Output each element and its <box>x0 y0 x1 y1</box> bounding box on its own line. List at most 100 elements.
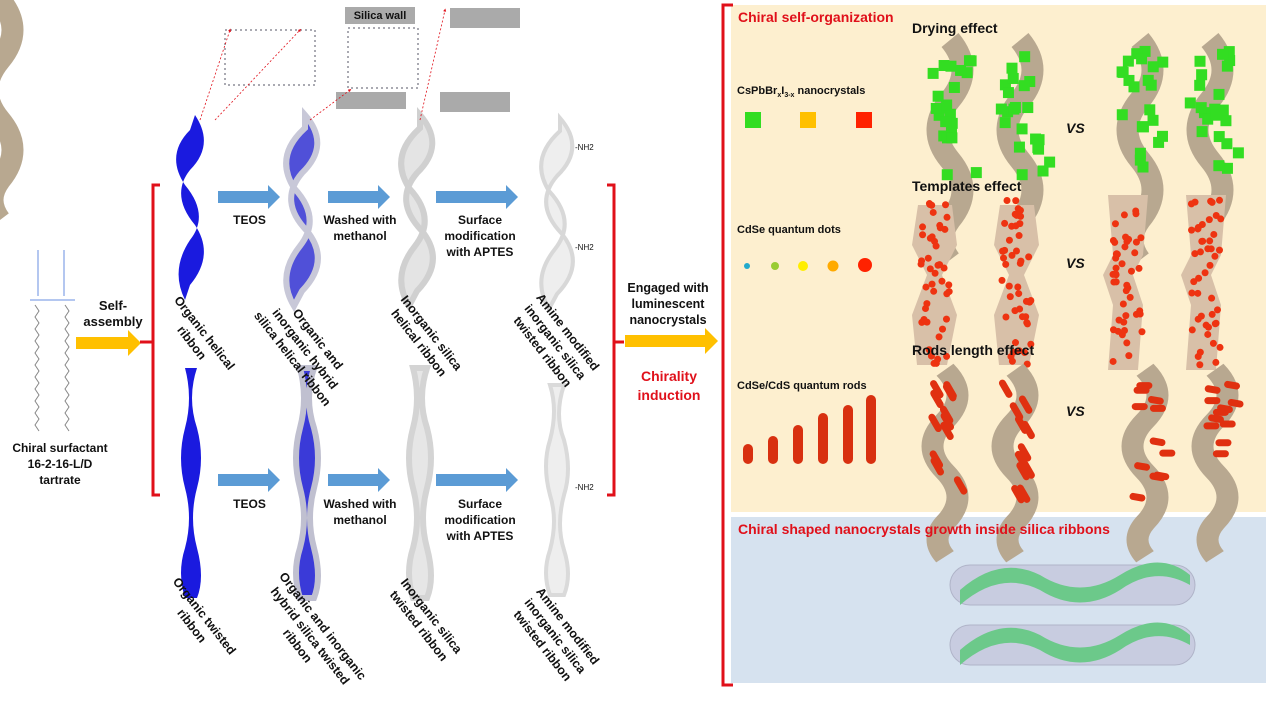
silica-wall-label: Silica wall <box>353 10 407 22</box>
chirality-induction-label: Chirality induction <box>637 368 701 403</box>
quantum-dot <box>942 315 950 323</box>
quantum-dot <box>1111 238 1119 246</box>
quantum-dot <box>1023 360 1031 368</box>
quantum-dot <box>1006 293 1014 301</box>
quantum-dot <box>1002 313 1010 321</box>
nanocrystal-cube <box>1213 88 1225 100</box>
quantum-dot <box>1002 260 1010 268</box>
quantum-dot <box>920 315 928 323</box>
quantum-dot <box>1213 306 1221 314</box>
nanocrystal-cube <box>1217 48 1229 60</box>
quantum-rod <box>929 450 944 469</box>
quantum-rod <box>1217 404 1233 413</box>
quantum-dot <box>1131 249 1139 257</box>
quantum-dot <box>1196 248 1204 256</box>
drying-effect-helices <box>0 0 1223 260</box>
nanocrystal-cube <box>1037 165 1049 177</box>
nanocrystal-cube <box>1018 80 1030 92</box>
quantum-dot <box>1216 343 1224 351</box>
vs-label: VS <box>1066 403 1085 419</box>
quantum-dot <box>927 352 935 360</box>
quantum-dot <box>1122 312 1130 320</box>
quantum-dot <box>1196 348 1204 356</box>
quantum-dot <box>1114 327 1122 335</box>
quantum-dot <box>929 208 937 216</box>
nanocrystal-cube <box>945 60 957 72</box>
quantum-dot <box>923 300 931 308</box>
quantum-rod <box>953 476 968 495</box>
quantum-rod <box>940 421 954 440</box>
nanocrystal-cube <box>1202 113 1214 125</box>
quantum-rod <box>1147 396 1164 405</box>
nanocrystal-cube <box>1123 74 1135 86</box>
quantum-dot <box>934 261 942 269</box>
quantum-dot <box>1137 234 1145 242</box>
quantum-dot <box>917 260 925 268</box>
silica-wall-bar <box>345 7 415 24</box>
step-aptes: Surface modification with APTES <box>444 213 516 259</box>
quantum-dot <box>939 325 947 333</box>
quantum-dot <box>1208 310 1216 318</box>
self-assembly-line: assembly <box>83 314 143 329</box>
nanocrystal-cube <box>1221 162 1233 174</box>
quantum-dot <box>1208 294 1216 302</box>
quantum-dot <box>1015 347 1023 355</box>
quantum-dot <box>1007 353 1015 361</box>
nanocrystal-cube <box>1008 103 1020 115</box>
quantum-rod <box>1129 492 1146 502</box>
quantum-dot <box>1197 312 1205 320</box>
quantum-rod <box>1016 461 1030 481</box>
nanocrystal-cube <box>1002 106 1014 118</box>
nanocrystal-cube <box>999 117 1011 129</box>
vs-label: VS <box>1066 120 1085 136</box>
quantum-dot <box>1022 297 1030 305</box>
drying-effect-title: Drying effect <box>912 20 998 36</box>
quantum-dot <box>1204 245 1212 253</box>
nanocrystal-cube <box>1196 69 1208 81</box>
self-assembly-label: Self- assembly <box>78 298 148 330</box>
chiral-self-organization-title: Chiral self-organization <box>738 9 894 25</box>
quantum-dot <box>1123 339 1131 347</box>
nanocrystal-cube <box>1134 154 1146 166</box>
quantum-dot <box>919 223 927 231</box>
quantum-rod-legend <box>743 395 876 464</box>
quantum-dot <box>1205 216 1213 224</box>
quantum-dot <box>1027 340 1035 348</box>
quantum-dot <box>1201 269 1209 277</box>
nanocrystal-cube <box>1122 55 1134 67</box>
quantum-rod <box>1021 460 1035 479</box>
nanocrystal-cube <box>1153 136 1165 148</box>
cdse-label: CdSe quantum dots <box>737 224 841 236</box>
quantum-dot <box>1198 237 1206 245</box>
nanocrystal-cube <box>1006 62 1018 74</box>
quantum-rod <box>1133 386 1150 394</box>
quantum-rod <box>1149 437 1166 447</box>
nanocrystal-cube <box>1213 160 1225 172</box>
nanocrystal-cube <box>1128 81 1140 93</box>
nanocrystal-cube <box>933 109 945 121</box>
quantum-dot <box>1119 300 1127 308</box>
quantum-dot <box>1005 236 1013 244</box>
quantum-dot <box>1111 220 1119 228</box>
quantum-dot <box>945 281 953 289</box>
nanocrystal-cube <box>1221 60 1233 72</box>
quantum-dot <box>1209 339 1217 347</box>
step-wash: Washed with methanol <box>323 497 397 527</box>
silica-ribbons-with-nanocrystals <box>949 562 1196 666</box>
quantum-rod <box>1017 443 1032 462</box>
quantum-rod <box>1134 462 1151 471</box>
quantum-dot <box>925 346 933 354</box>
surfactant-line: 16-2-16-L/D <box>27 457 93 471</box>
quantum-rod <box>1224 380 1240 390</box>
surfactant-label: Chiral surfactant 16-2-16-L/D tartrate <box>5 440 115 488</box>
quantum-dot <box>943 290 951 298</box>
nanocrystal-cube <box>1019 51 1031 63</box>
quantum-dot <box>935 333 943 341</box>
quantum-dot <box>1126 293 1134 301</box>
quantum-dot <box>1115 316 1123 324</box>
nanocrystal-cube <box>1217 104 1229 116</box>
nanocrystal-cube <box>995 103 1007 115</box>
quantum-dot <box>1017 257 1025 265</box>
quantum-dot <box>1023 320 1031 328</box>
nanocrystal-cube <box>1032 142 1044 154</box>
